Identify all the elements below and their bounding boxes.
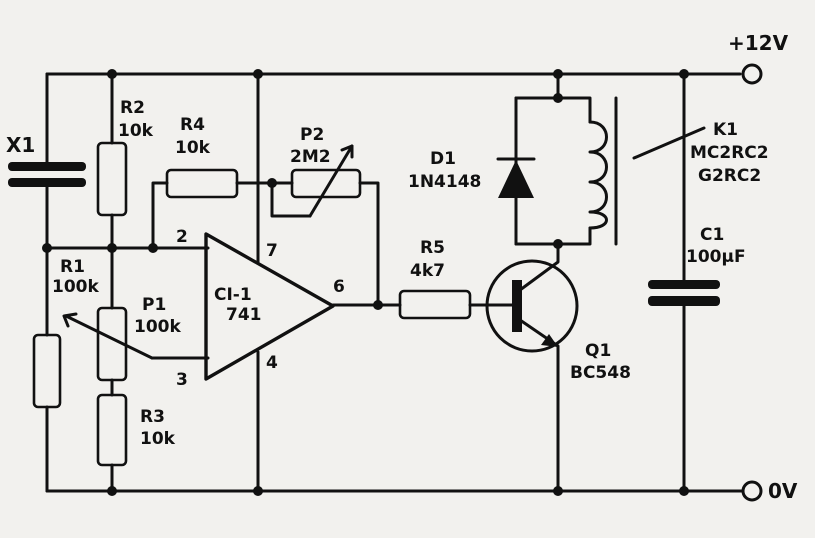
r4-wire-left — [151, 181, 169, 250]
r3-resistor — [96, 393, 128, 467]
junction-dots — [42, 69, 689, 496]
q1-emitter — [518, 318, 560, 493]
r1-resistor — [32, 333, 62, 409]
q1-emitter-arrow — [541, 334, 558, 347]
ground-supply-label: 0V — [768, 479, 798, 503]
pin-6-label: 6 — [333, 277, 345, 297]
d1-value: 1N4148 — [408, 172, 481, 192]
ground-terminal[interactable] — [741, 480, 763, 502]
r5-resistor — [398, 289, 472, 320]
k1-value-line1: MC2RC2 — [690, 143, 769, 163]
relay-loop-bottom — [514, 226, 592, 246]
positive-terminal[interactable] — [741, 63, 763, 85]
r4-label: R4 — [180, 115, 205, 135]
pin-2-label: 2 — [176, 227, 188, 247]
r3-value: 10k — [140, 429, 176, 449]
q1-value: BC548 — [570, 363, 631, 383]
positive-supply-label: +12V — [728, 31, 789, 55]
x1-plate-top — [8, 162, 86, 171]
p2-wiper-wire — [270, 181, 312, 218]
p2-arrow-head — [340, 144, 354, 159]
k1-leader-line — [632, 126, 706, 160]
c1-label: C1 — [700, 225, 724, 245]
r5-value: 4k7 — [410, 261, 445, 281]
ic1-value: 741 — [226, 305, 262, 325]
op-amp-ci1 — [204, 232, 335, 381]
p2-value: 2M2 — [290, 147, 331, 167]
r1-value: 100k — [52, 277, 99, 297]
k1-label: K1 — [713, 120, 738, 140]
k1-relay-coil — [588, 120, 608, 230]
r2-label: R2 — [120, 98, 145, 118]
pin-4-label: 4 — [266, 353, 278, 373]
relay-loop — [514, 96, 592, 124]
p2-potentiometer — [290, 168, 362, 199]
r5-label: R5 — [420, 238, 445, 258]
feedback-wire — [358, 181, 380, 307]
k1-value-line2: G2RC2 — [698, 166, 761, 186]
r3-label: R3 — [140, 407, 165, 427]
ic1-label: CI-1 — [214, 285, 252, 305]
x1-label: X1 — [6, 133, 35, 157]
c1-value: 100µF — [686, 247, 746, 267]
q1-collector — [518, 242, 560, 292]
q1-label: Q1 — [585, 341, 611, 361]
r4-value: 10k — [175, 138, 211, 158]
c1-plate-top — [648, 280, 720, 289]
d1-label: D1 — [430, 149, 456, 169]
q1-transistor-body — [485, 259, 579, 353]
q1-base-bar — [512, 280, 522, 332]
p2-arrow — [308, 144, 354, 218]
p1-arrow-head — [62, 312, 78, 328]
r2-value: 10k — [118, 121, 154, 141]
pin-3-label: 3 — [176, 370, 188, 390]
p2-label: P2 — [300, 125, 324, 145]
x1-plate-bottom — [8, 178, 86, 187]
r4-resistor — [165, 168, 239, 199]
p1-label: P1 — [142, 295, 166, 315]
r1-label: R1 — [60, 257, 85, 277]
p1-value: 100k — [134, 317, 181, 337]
p1-arrow — [64, 314, 154, 360]
d1-diode-triangle — [498, 160, 534, 198]
c1-plate-bottom — [648, 296, 720, 306]
r2-resistor — [96, 141, 128, 217]
pin-7-label: 7 — [266, 241, 278, 261]
